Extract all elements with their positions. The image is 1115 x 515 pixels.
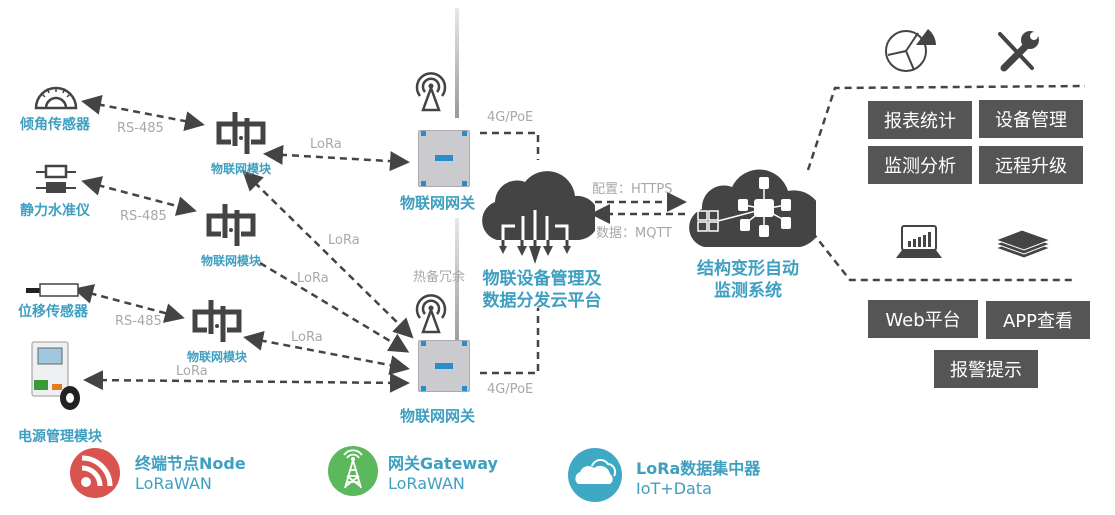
link-module1-gw1 (263, 144, 410, 172)
broadcast-icon (415, 294, 447, 334)
legend-node-circle (70, 448, 120, 498)
legend-sub: IoT+Data (636, 479, 712, 498)
legend-title: 终端节点Node (135, 454, 246, 473)
sensor-level: 静力水准仪 (20, 164, 110, 220)
monitoring-cloud-icon (689, 169, 816, 247)
link-module1-gw2 (242, 170, 414, 339)
feature-app-view[interactable]: APP查看 (986, 301, 1090, 339)
protractor-icon (34, 86, 78, 110)
link-power-gw2 (83, 370, 410, 393)
legend-gateway-circle (328, 446, 378, 496)
app-stack-icon (994, 229, 1052, 259)
power-module-device (31, 341, 80, 410)
feature-report-stats[interactable]: 报表统计 (868, 101, 972, 139)
feature-device-management[interactable]: 设备管理 (979, 100, 1083, 138)
sensor-label: 倾角传感器 (20, 117, 90, 133)
antenna-tower (455, 218, 459, 348)
feature-alarm-notice[interactable]: 报警提示 (934, 350, 1038, 388)
sensor-label: 静力水准仪 (20, 203, 90, 219)
legend-sub: LoRaWAN (135, 474, 212, 493)
link-disp-module (73, 284, 185, 323)
legend-concentrator: LoRa数据集中器 IoT+Data (636, 455, 760, 498)
rss-icon (81, 455, 113, 487)
branch-top (806, 84, 1086, 171)
laptop-chart-icon (896, 225, 942, 258)
lora-label: LoRa (297, 271, 329, 286)
lora-label: LoRa (328, 233, 360, 248)
iot-module-icon (216, 112, 266, 154)
iot-module-icon (192, 300, 242, 342)
branch-bottom (811, 231, 1075, 282)
sensor-tilt: 倾角传感器 (20, 86, 110, 134)
uplink-label: 4G/PoE (487, 382, 534, 397)
iot-module-icon (206, 204, 256, 246)
cloud-platform-line1: 物联设备管理及 (482, 269, 602, 289)
legend-title: 网关Gateway (388, 454, 498, 473)
legend-node: 终端节点Node LoRaWAN (135, 450, 246, 493)
level-gauge-icon (36, 164, 76, 193)
cloud-platform-line2: 数据分发云平台 (482, 291, 602, 311)
legend-concentrator-circle (568, 448, 622, 502)
link-module2-gw2 (259, 261, 410, 353)
monitoring-line1: 结构变形自动 (697, 259, 799, 279)
monitoring-line2: 监测系统 (714, 281, 782, 301)
uplink-gw2 (480, 308, 540, 375)
cloud-platform-title: 物联设备管理及 数据分发云平台 (468, 268, 616, 312)
gateway-device-2 (418, 340, 470, 392)
iot-module-1: 物联网模块 (196, 110, 286, 177)
gateway-label: 物联网网关 (400, 407, 476, 425)
antenna-tower (455, 8, 459, 118)
legend-title: LoRa数据集中器 (636, 459, 761, 478)
sensor-label: 位移传感器 (18, 304, 88, 320)
lora-label: LoRa (291, 330, 323, 345)
tools-icon (998, 31, 1039, 72)
module-label: 物联网模块 (186, 350, 247, 364)
feature-remote-upgrade[interactable]: 远程升级 (979, 146, 1083, 184)
link-label: RS-485 (117, 121, 164, 136)
tower-icon (343, 449, 363, 489)
lora-label: LoRa (310, 137, 342, 152)
gateway-device-1 (418, 130, 470, 187)
module-label: 物联网模块 (200, 254, 261, 268)
link-tilt-module (81, 95, 205, 131)
legend-sub: LoRaWAN (388, 474, 465, 493)
feature-monitoring-analysis[interactable]: 监测分析 (868, 146, 972, 184)
feature-web-platform[interactable]: Web平台 (868, 300, 978, 338)
sensor-power (18, 340, 128, 418)
link-label: LoRa (176, 364, 208, 379)
link-level-module (81, 176, 197, 216)
cloud-icon (575, 459, 617, 484)
monitoring-system-title: 结构变形自动 监测系统 (682, 258, 814, 302)
link-label: RS-485 (115, 314, 162, 329)
legend-gateway: 网关Gateway LoRaWAN (388, 450, 498, 493)
sensor-displacement: 位移传感器 (18, 282, 108, 321)
redundancy-label: 热备冗余 (413, 270, 466, 285)
link-module3-gw2 (243, 330, 410, 376)
link-label: RS-485 (120, 209, 167, 224)
pie-chart-icon (885, 29, 936, 72)
iot-module-3: 物联网模块 (172, 298, 262, 365)
cloud-platform-icon (482, 171, 595, 264)
module-label: 物联网模块 (210, 162, 271, 176)
broadcast-icon (415, 72, 447, 112)
uplink-gw1 (480, 131, 540, 160)
sensor-label: 电源管理模块 (18, 429, 102, 445)
iot-module-2: 物联网模块 (186, 202, 276, 269)
https-label: 配置：HTTPS (592, 182, 673, 197)
gateway-label: 物联网网关 (400, 194, 476, 212)
displacement-sensor-icon (26, 283, 79, 297)
uplink-label: 4G/PoE (487, 110, 534, 125)
mqtt-label: 数据：MQTT (596, 226, 673, 241)
